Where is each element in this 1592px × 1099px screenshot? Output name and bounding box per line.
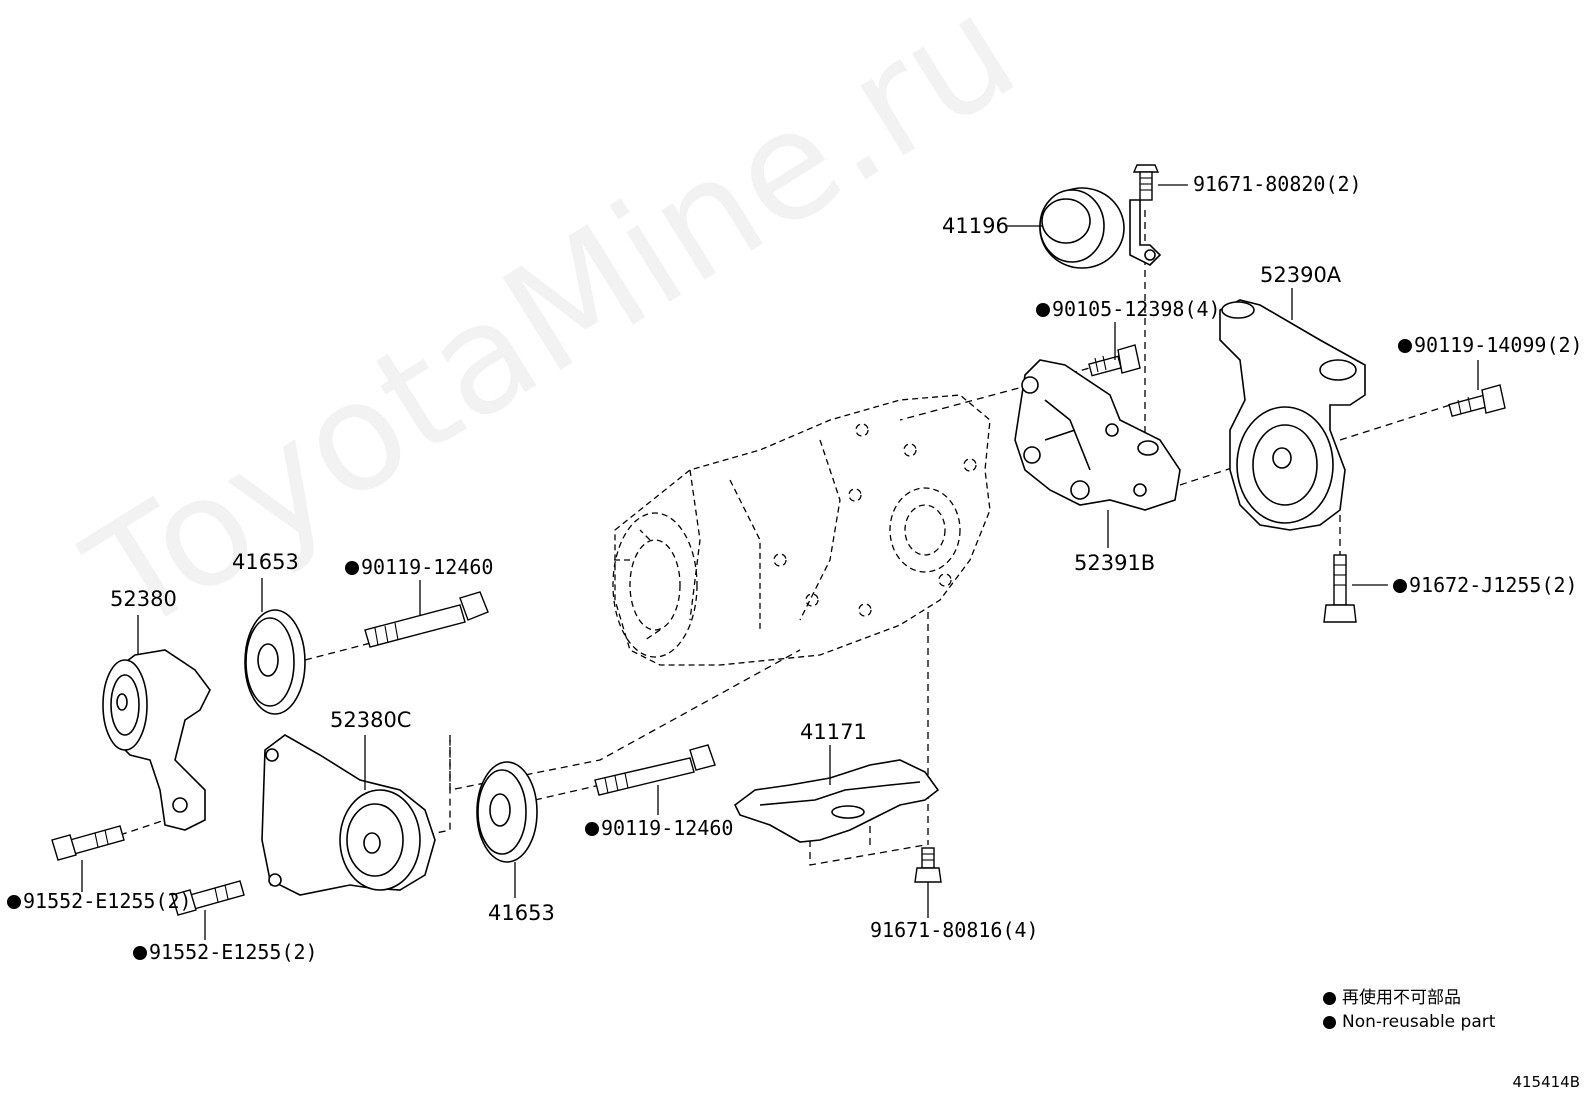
bolt-91552-E1255-center <box>171 880 245 916</box>
legend-row-japanese: 再使用不可部品 <box>1323 986 1495 1010</box>
label-41653-lower: 41653 <box>488 901 555 925</box>
cushion-41653-upper <box>244 609 306 715</box>
label-90119-12460-upper: 90119-12460 <box>361 555 493 579</box>
label-52380: 52380 <box>110 587 177 611</box>
cover-41171 <box>733 759 940 843</box>
legend-text-english: Non-reusable part <box>1342 1012 1496 1032</box>
bolt-91671-80816 <box>914 847 942 883</box>
bullet-icon <box>1323 1015 1336 1029</box>
legend-row-english: Non-reusable part <box>1323 1010 1495 1034</box>
label-41196: 41196 <box>942 214 1009 238</box>
bolt-90119-12460-upper <box>364 591 489 648</box>
cushion-41653-lower <box>476 761 538 863</box>
label-91672-J1255: 91672-J1255(2) <box>1409 573 1578 597</box>
bracket-52380C <box>261 734 436 896</box>
figure-number: 415414B <box>1512 1073 1580 1091</box>
label-52390A: 52390A <box>1260 263 1342 287</box>
label-52380C: 52380C <box>330 708 411 732</box>
bolt-91671-80820 <box>1132 164 1160 201</box>
differential-carrier-outline <box>612 394 991 666</box>
label-91671-80816: 91671-80816(4) <box>870 918 1039 942</box>
bolt-91672-J1255 <box>1323 554 1357 623</box>
bolt-90119-14099 <box>1448 384 1506 418</box>
label-41171: 41171 <box>800 720 867 744</box>
label-91552-E1255-center: 91552-E1255(2) <box>149 940 318 964</box>
bracket-52391B <box>1014 359 1181 511</box>
bolt-91552-E1255-left <box>51 825 125 861</box>
bolt-90119-12460-lower <box>594 744 716 796</box>
bullet-icon <box>1323 991 1336 1005</box>
dynamic-damper-41196 <box>1039 187 1162 269</box>
non-reusable-markers <box>7 303 1412 960</box>
leader-lines <box>81 184 1479 940</box>
label-91552-E1255-left: 91552-E1255(2) <box>23 889 192 913</box>
label-90105-12398: 90105-12398(4) <box>1052 297 1221 321</box>
label-90119-12460-lower: 90119-12460 <box>601 816 733 840</box>
label-90119-14099: 90119-14099(2) <box>1414 333 1583 357</box>
rear-support-52380 <box>102 649 211 831</box>
legend-text-japanese: 再使用不可部品 <box>1342 988 1461 1008</box>
legend: 再使用不可部品 Non-reusable part <box>1323 986 1495 1034</box>
label-41653-upper: 41653 <box>232 550 299 574</box>
label-91671-80820: 91671-80820(2) <box>1193 172 1362 196</box>
label-52391B: 52391B <box>1074 551 1155 575</box>
bolt-90105-12398 <box>1088 344 1141 377</box>
rear-support-52390A <box>1219 299 1366 531</box>
